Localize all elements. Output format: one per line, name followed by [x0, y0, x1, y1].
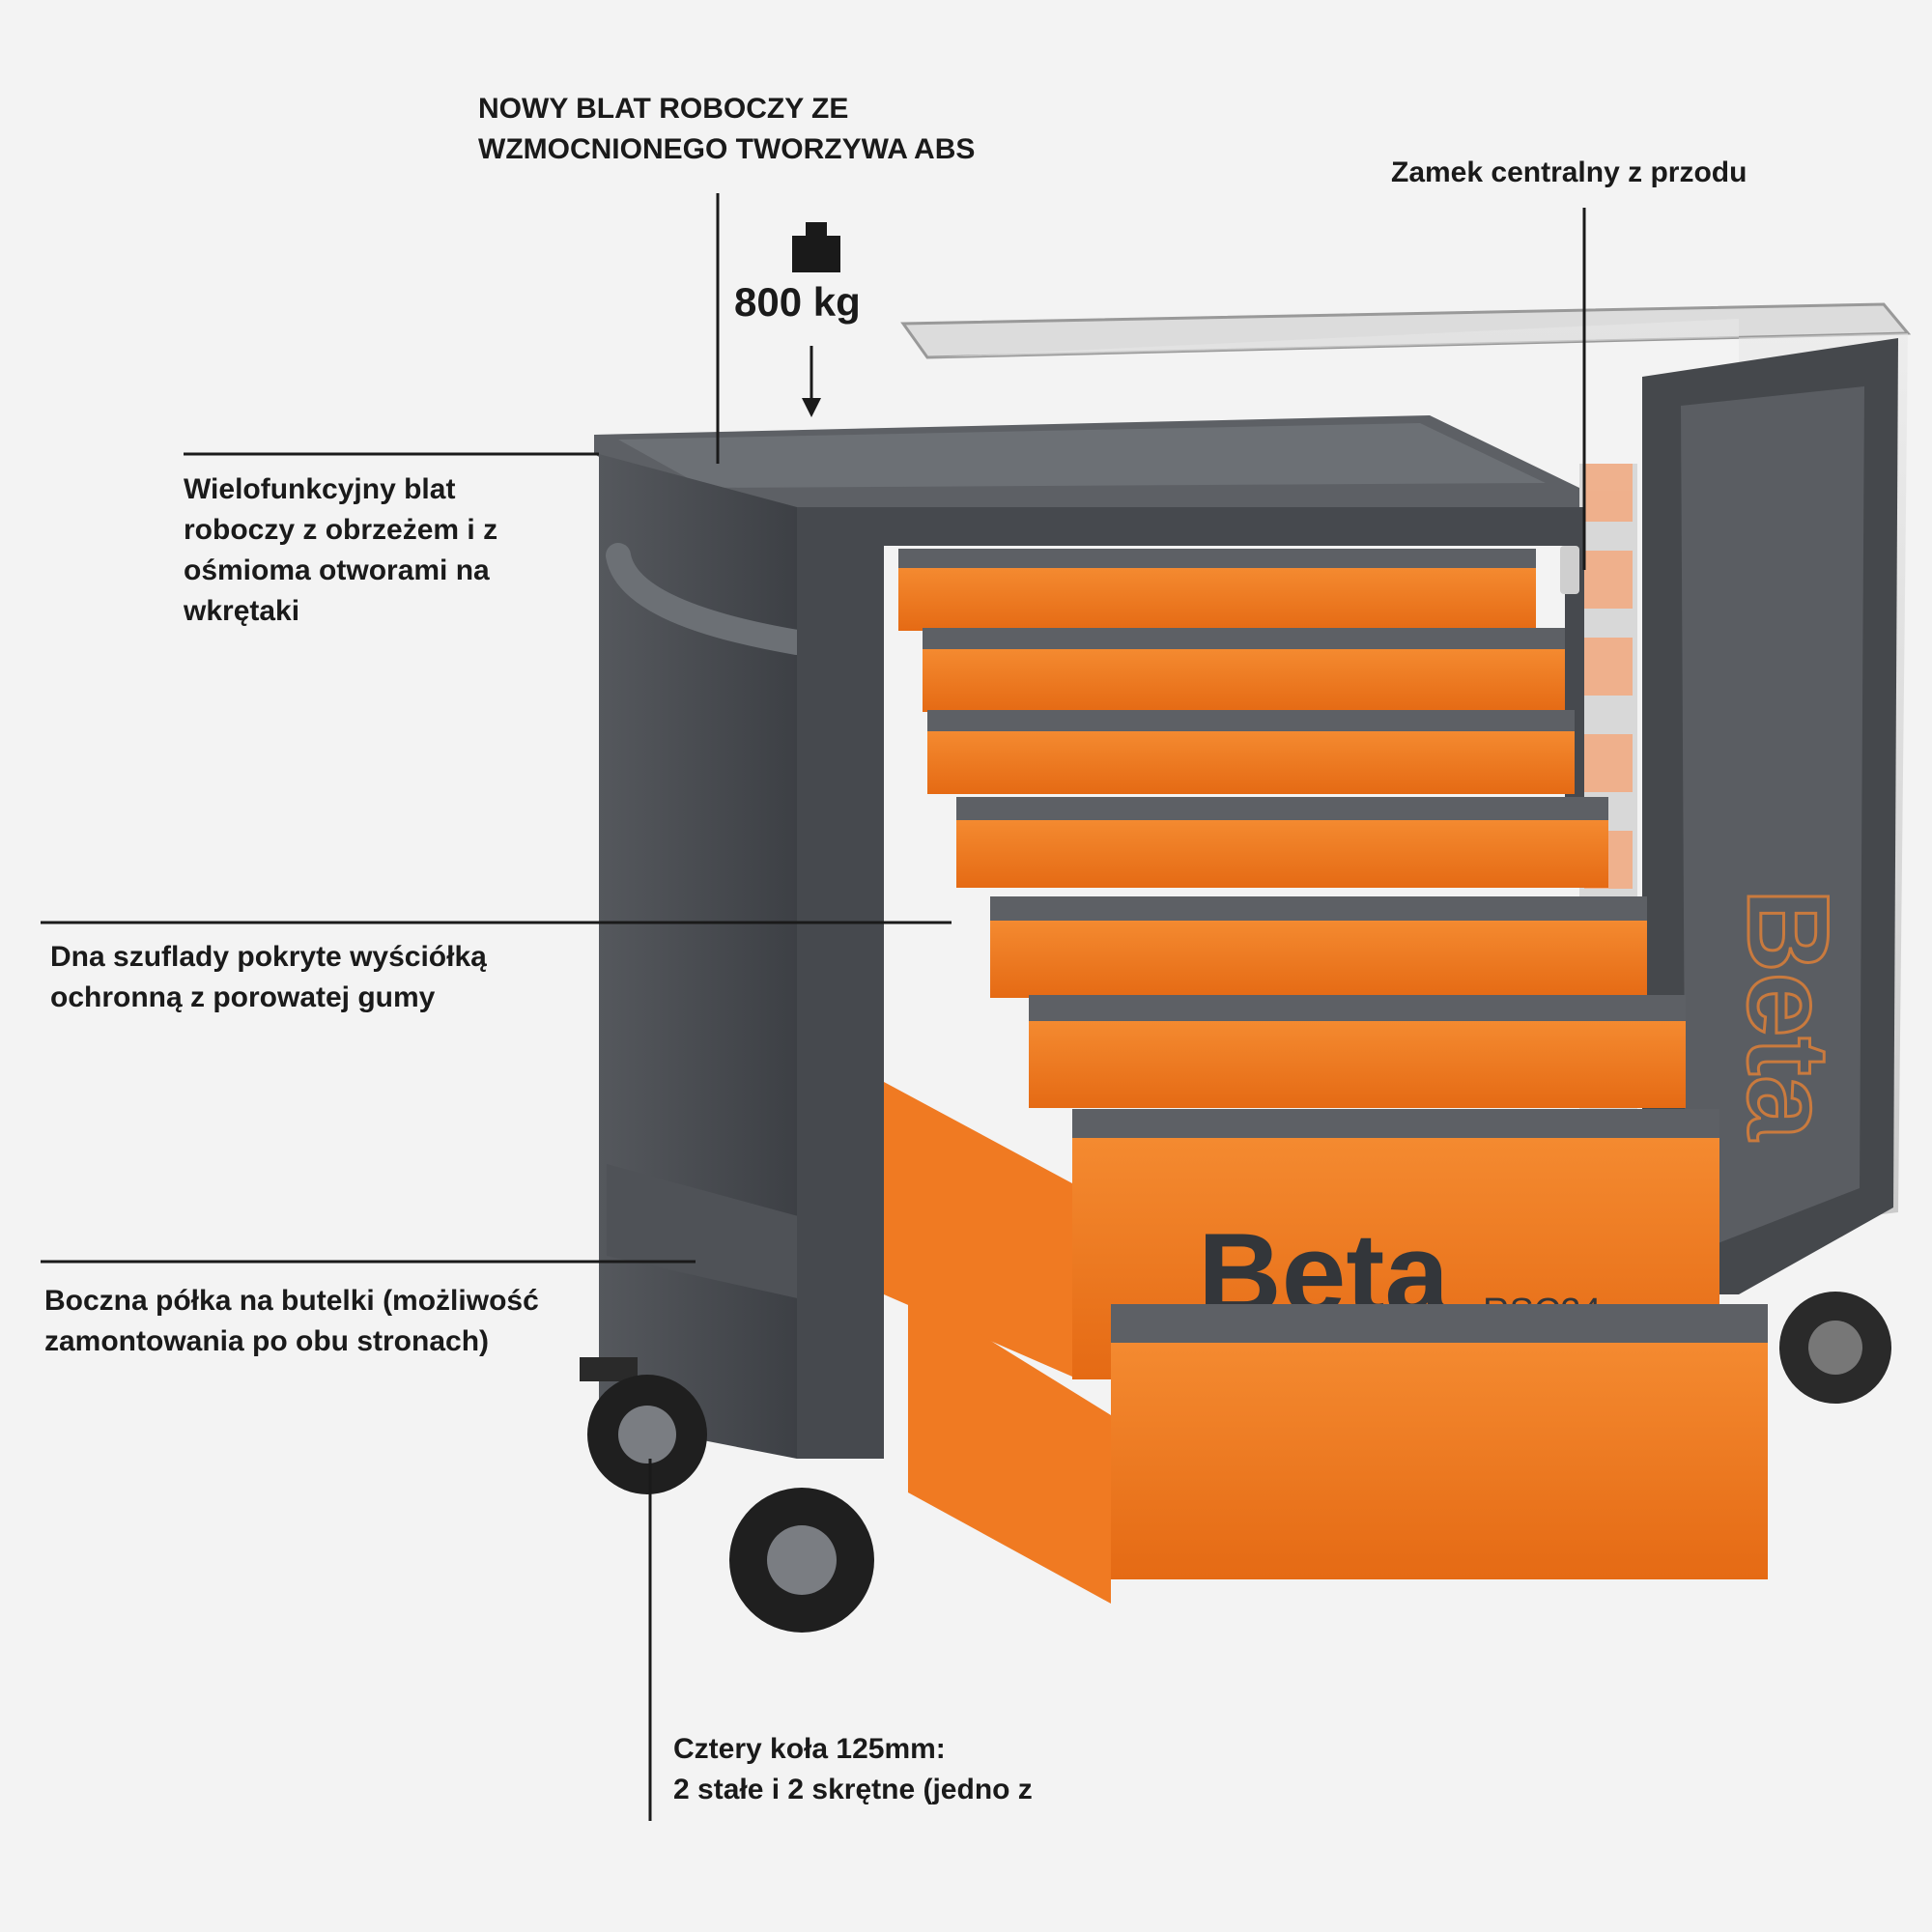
multifunction-worktop-line: wkrętaki: [184, 595, 300, 627]
leader-lines: [41, 193, 1586, 1821]
drawer: [898, 549, 1536, 631]
ghost-brand-logo: Beta: [1723, 889, 1853, 1141]
drawer-lining-line: Dna szuflady pokryte wyściółką: [50, 941, 487, 973]
drawer-lining-label: Dna szuflady pokryte wyściółką ochronną …: [50, 937, 487, 1018]
drawers: Beta RSC24: [884, 549, 1768, 1604]
bottle-shelf-label: Boczna półka na butelki (możliwość zamon…: [44, 1281, 539, 1362]
side-handle: [606, 543, 810, 655]
multifunction-worktop-line: ośmioma otworami na: [184, 554, 490, 586]
drawer-lining-line: ochronną z porowatej gumy: [50, 981, 436, 1013]
multifunction-worktop-line: roboczy z obrzeżem i z: [184, 514, 498, 546]
weight-icon: [792, 222, 840, 272]
main-cabinet: [594, 415, 1584, 1459]
bottle-shelf-line: Boczna półka na butelki (możliwość: [44, 1285, 539, 1317]
wheels: [580, 1357, 874, 1633]
multifunction-worktop-label: Wielofunkcyjny blat roboczy z obrzeżem i…: [184, 469, 497, 632]
central-lock: [1560, 546, 1579, 594]
drawer-large: [908, 1290, 1768, 1604]
drawer: [990, 896, 1647, 998]
side-panel: [599, 454, 797, 1459]
drawer: [927, 710, 1575, 794]
worktop-material-line: WZMOCNIONEGO TWORZYWA ABS: [478, 133, 976, 165]
drawer: [956, 797, 1608, 888]
arrow-down-icon: [802, 346, 821, 417]
load-capacity-label: 800 kg: [734, 279, 861, 325]
worktop-material-line: NOWY BLAT ROBOCZY ZE: [478, 93, 849, 125]
bottle-shelf: [607, 1164, 802, 1299]
central-lock-label: Zamek centralny z przodu: [1391, 156, 1747, 188]
wheels-line: 2 stałe i 2 skrętne (jedno z: [673, 1774, 1033, 1805]
worktop-material-label: NOWY BLAT ROBOCZY ZE WZMOCNIONEGO TWORZY…: [478, 89, 975, 170]
bottle-shelf-line: zamontowania po obu stronach): [44, 1325, 490, 1357]
drawer: [923, 628, 1565, 712]
wheels-label: Cztery koła 125mm: 2 stałe i 2 skrętne (…: [673, 1729, 1033, 1810]
drawer: [1029, 995, 1686, 1108]
wheels-line: Cztery koła 125mm:: [673, 1733, 946, 1765]
multifunction-worktop-line: Wielofunkcyjny blat: [184, 473, 456, 505]
